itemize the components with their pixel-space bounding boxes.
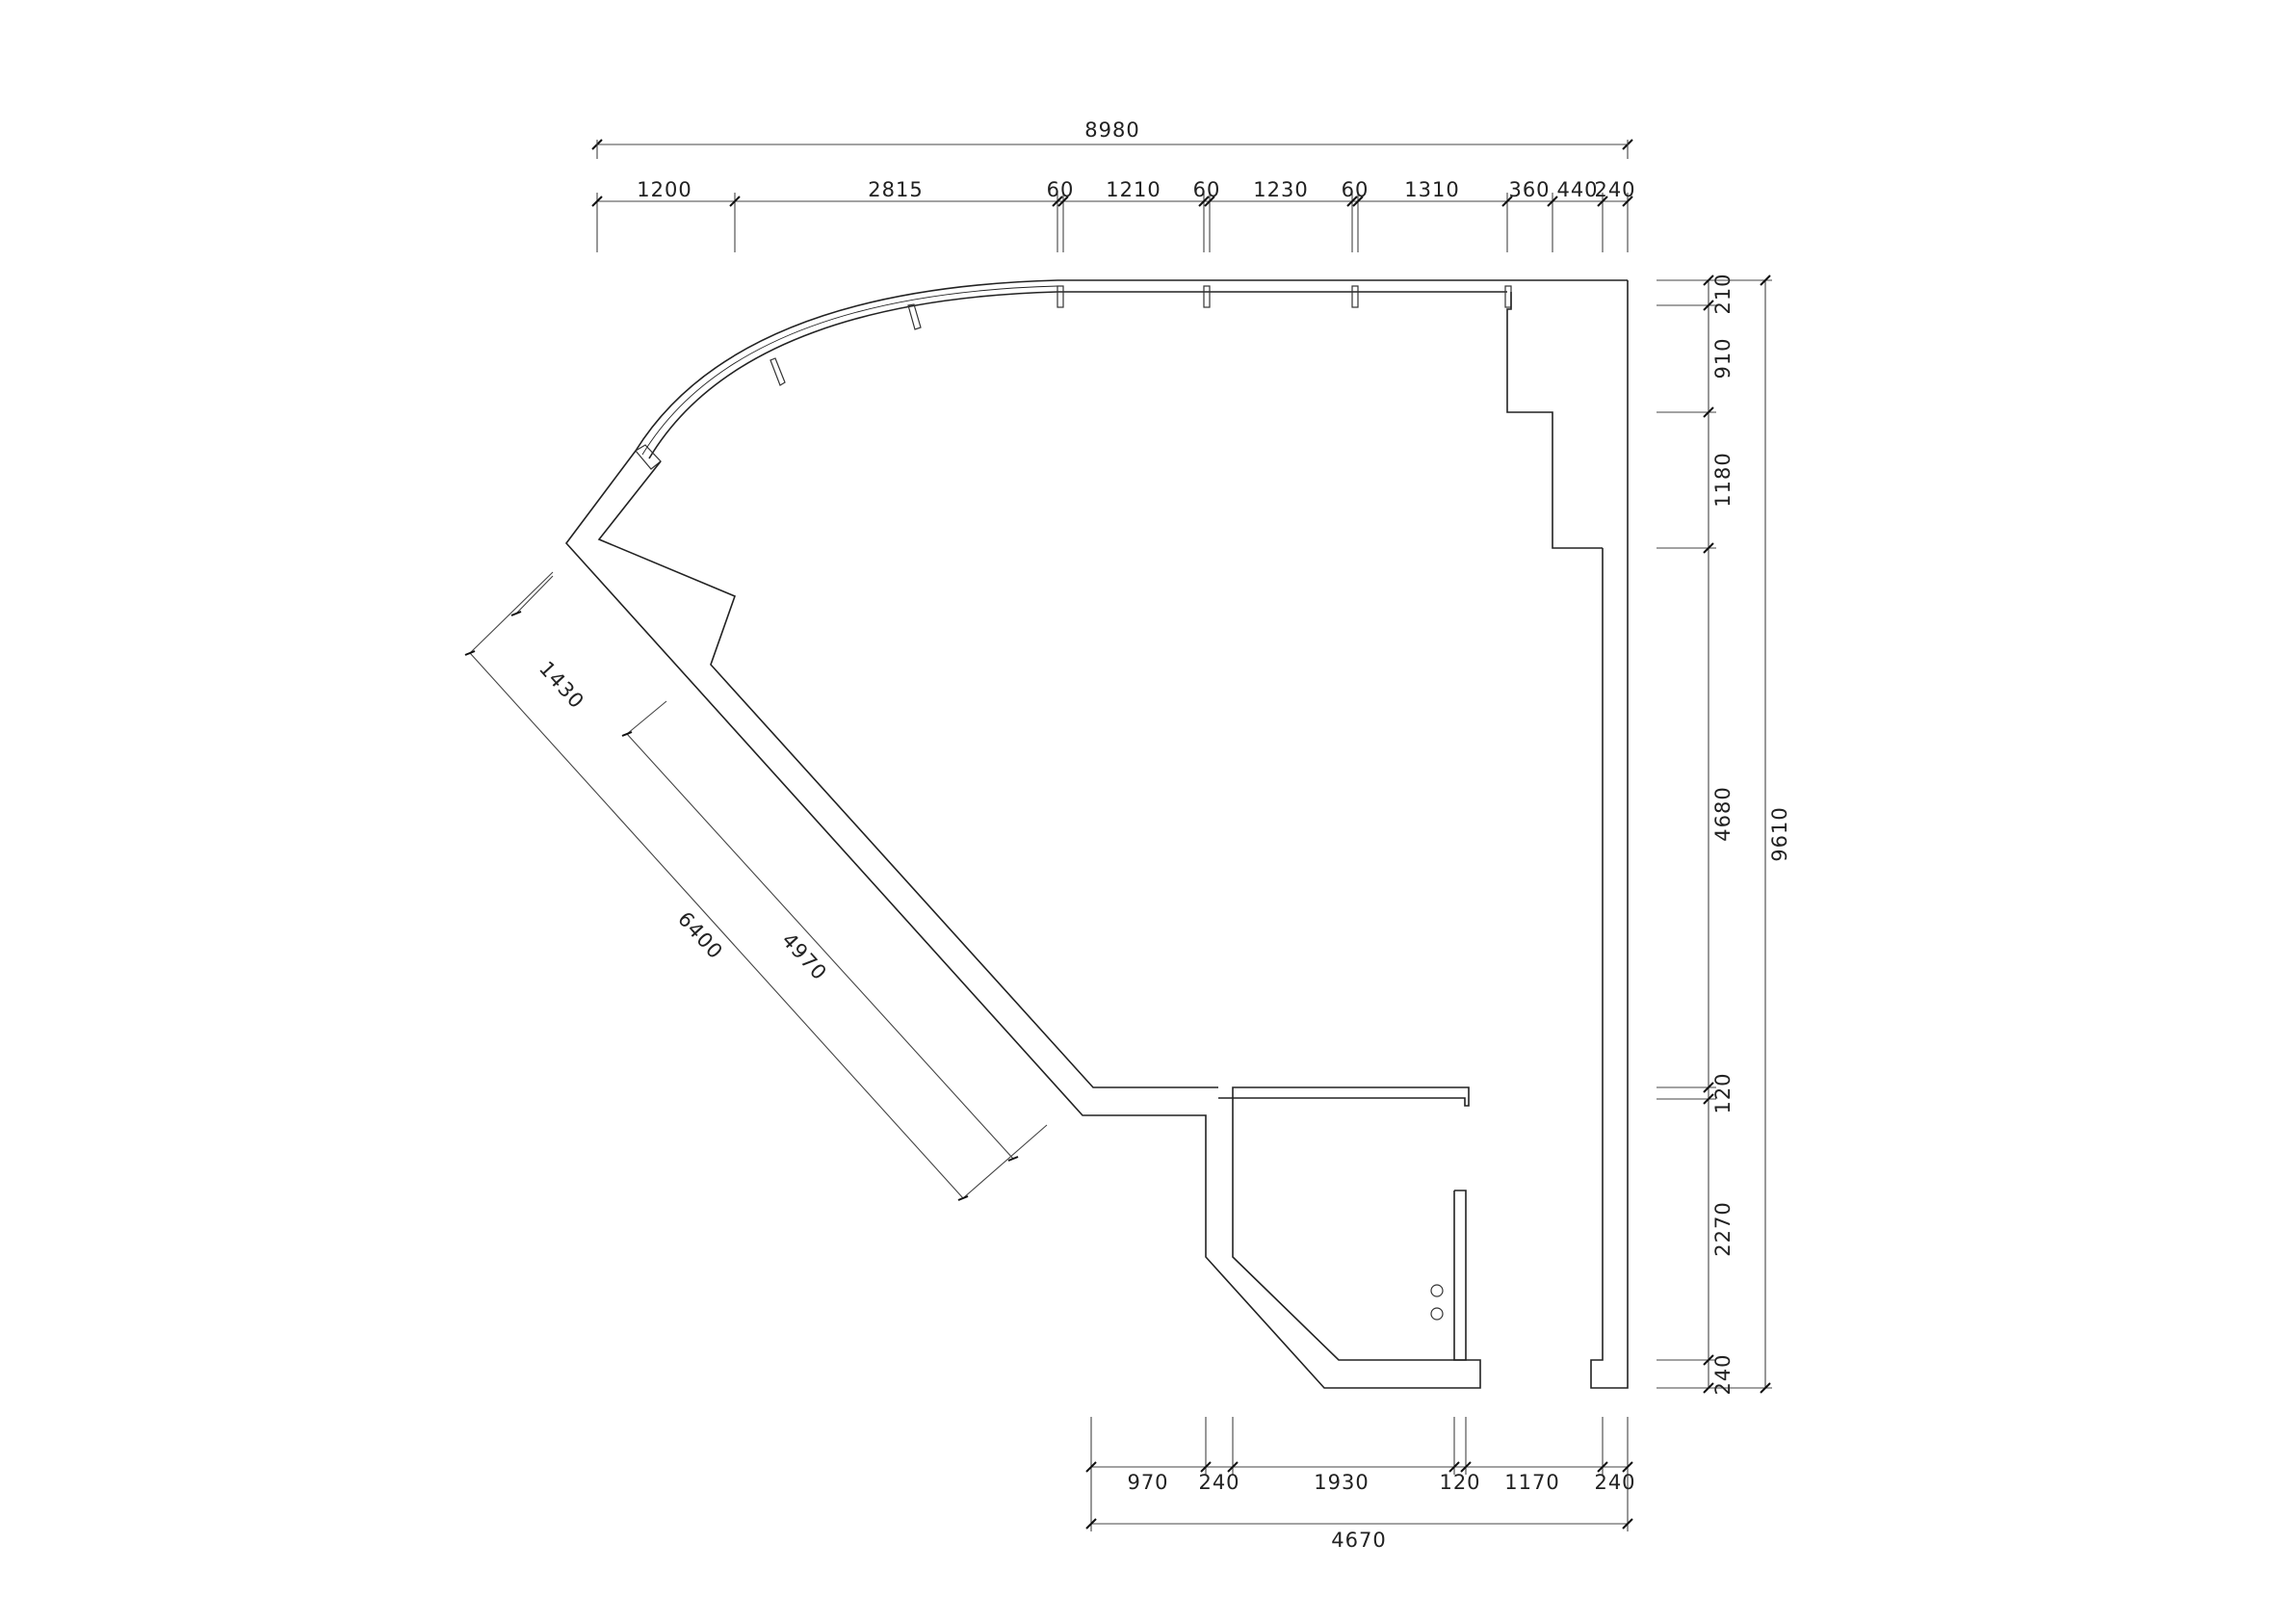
right-seg-label: 1180 (1711, 452, 1735, 507)
walls (564, 279, 1629, 1389)
mullion-straight-3 (1351, 285, 1359, 308)
ext-line (515, 575, 554, 615)
tick (1198, 196, 1210, 207)
diag-label-4970: 4970 (777, 929, 831, 985)
tick (1200, 1461, 1212, 1473)
right-seg-label: 4680 (1711, 786, 1735, 841)
tick (1703, 275, 1714, 286)
diagonal-dimension-group: 1430 6400 4970 (464, 571, 1048, 1201)
tick (1703, 1382, 1714, 1394)
tick (1352, 196, 1364, 207)
top-seg-label: 60 (1047, 178, 1075, 201)
mullion-straight-4 (1504, 285, 1512, 308)
right-seg-label: 210 (1711, 273, 1735, 314)
tick (1597, 1461, 1608, 1473)
bottom-seg-label: 1930 (1314, 1471, 1369, 1494)
tick (1052, 196, 1063, 207)
tick (1622, 196, 1633, 207)
tick (1007, 1156, 1019, 1162)
mullion-straight-1 (1057, 285, 1064, 308)
left-diagonal-inner (597, 460, 1218, 1088)
bottom-dimension-group: 970 240 1930 120 1170 240 4670 (1085, 1417, 1635, 1552)
ext-line (626, 700, 667, 735)
top-seg-label: 2815 (868, 178, 923, 201)
right-seg-label: 910 (1711, 337, 1735, 379)
mullion-curve-1 (907, 303, 922, 330)
right-seg-label: 2270 (1711, 1201, 1735, 1256)
left-diagonal-outer (564, 450, 1481, 1389)
tick (1703, 542, 1714, 554)
tick (591, 196, 603, 207)
right-seg-label: 120 (1711, 1072, 1735, 1113)
tick (1622, 1461, 1633, 1473)
tick (729, 196, 741, 207)
tick (1703, 300, 1714, 311)
tick (464, 650, 476, 656)
tick (1703, 1354, 1714, 1366)
tick (1448, 1461, 1460, 1473)
top-seg-label: 1200 (637, 178, 691, 201)
toilet-fixture-1 (1430, 1284, 1444, 1297)
tick (1346, 196, 1358, 207)
curved-facade-outer (635, 279, 1058, 452)
top-seg-label: 1210 (1106, 178, 1161, 201)
tick (1460, 1461, 1472, 1473)
diag-label-1430: 1430 (535, 657, 588, 714)
bathroom-partition-top (1232, 1086, 1470, 1107)
tick (621, 731, 633, 737)
top-seg-label: 60 (1193, 178, 1221, 201)
tick (957, 1195, 969, 1201)
tick (1085, 1518, 1097, 1530)
tick (1622, 1518, 1633, 1530)
tick (1703, 1093, 1714, 1105)
top-seg-label: 440 (1556, 178, 1598, 201)
tick (1760, 275, 1771, 286)
tick (1597, 196, 1608, 207)
right-exterior-wall (1590, 280, 1629, 1389)
right-seg-label: 240 (1711, 1353, 1735, 1395)
tick (1703, 1082, 1714, 1093)
top-seg-label: 1310 (1404, 178, 1459, 201)
tick (1501, 196, 1513, 207)
bottom-seg-label: 240 (1198, 1471, 1239, 1494)
mullion-straight-2 (1203, 285, 1211, 308)
top-seg-label: 360 (1508, 178, 1550, 201)
top-seg-label: 1230 (1253, 178, 1308, 201)
tick (1204, 196, 1215, 207)
diag-inner-line (626, 733, 1014, 1160)
right-overall-label: 9610 (1768, 806, 1791, 861)
tick (1760, 1382, 1771, 1394)
ext-line (469, 571, 554, 654)
top-overall-label: 8980 (1084, 118, 1139, 142)
tick (510, 611, 522, 616)
right-dimension-group: 210 910 1180 4680 120 2270 240 9610 (1657, 273, 1791, 1396)
ext-line (962, 1124, 1048, 1199)
tick (1085, 1461, 1097, 1473)
mullion-curve-2 (770, 357, 786, 386)
bottom-seg-label: 120 (1439, 1471, 1480, 1494)
bottom-seg-label: 240 (1594, 1471, 1635, 1494)
bottom-overall-label: 4670 (1331, 1529, 1386, 1552)
bottom-seg-label: 970 (1127, 1471, 1168, 1494)
top-dimension-group: 8980 1200 2815 60 1210 60 1230 60 1310 3… (591, 118, 1635, 252)
tick (1227, 1461, 1239, 1473)
top-seg-label: 60 (1342, 178, 1370, 201)
tick (1057, 196, 1069, 207)
diag-outer-line (469, 652, 964, 1199)
tick (1547, 196, 1558, 207)
right-stepped-wall (1506, 292, 1603, 549)
top-seg-label: 240 (1594, 178, 1635, 201)
curved-facade-glass (641, 285, 1058, 456)
diag-label-6400: 6400 (673, 907, 727, 964)
curved-facade-inner (648, 291, 1058, 459)
bathroom-partition-right (1453, 1190, 1467, 1361)
bottom-seg-label: 1170 (1504, 1471, 1559, 1494)
toilet-fixture-2 (1430, 1307, 1444, 1321)
tick (1703, 406, 1714, 418)
